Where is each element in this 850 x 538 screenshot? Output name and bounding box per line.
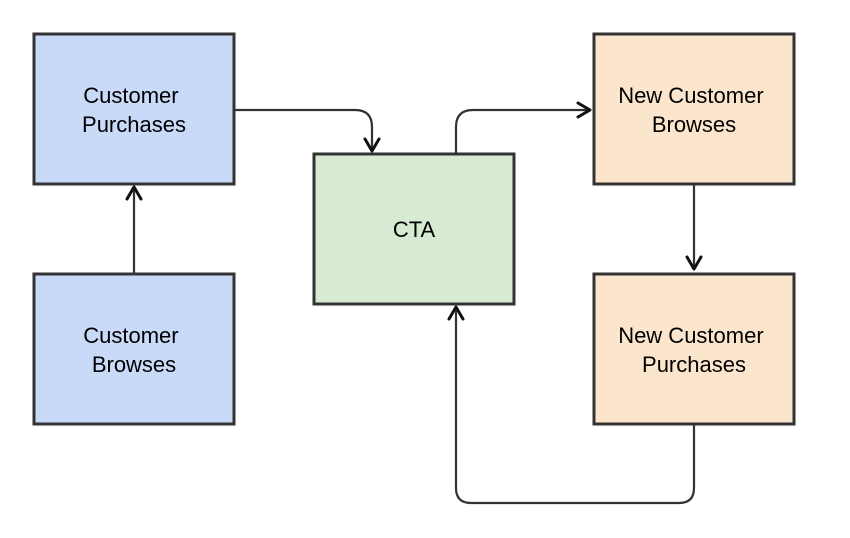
node-customer-purchases: Customer Purchases [32,32,236,186]
new-customer-browses-label-line1: New Customer [618,83,763,108]
arrowhead-up-cta [447,305,465,321]
edge-cta-to-new-customer-browses [454,108,592,155]
customer-purchases-label-line2: Purchases [82,112,186,137]
svg-text:Customer Browses: Customer Browses [83,323,184,377]
node-cta: CTA [312,152,516,306]
customer-browses-box [32,272,236,426]
svg-text:New Customer Browses: New Customer Browses [618,83,770,137]
customer-browses-label-line1: Customer [83,323,178,348]
new-customer-browses-box [592,32,796,186]
customer-browses-label-line2: Browses [92,352,176,377]
node-new-customer-purchases: New Customer Purchases [592,272,796,426]
svg-text:Customer Purchases: Customer Purchases [82,83,186,137]
cta-label: CTA [393,217,436,242]
arrowhead-down-cta [363,137,381,153]
customer-purchases-label-line1: Customer [83,83,178,108]
cta-box [312,152,516,306]
edges [125,101,703,505]
edge-new-customer-purchases-to-cta [454,305,696,505]
edge-customer-purchases-to-cta [233,108,374,152]
arrowhead-down-new-customer-purchases [685,255,703,271]
node-customer-browses: Customer Browses [32,272,236,426]
svg-text:New Customer Purchases: New Customer Purchases [618,323,770,377]
new-customer-purchases-box [592,272,796,426]
arrowhead-up-customer-purchases [125,185,143,201]
arrowhead-right-new-customer-browses [576,101,592,119]
new-customer-purchases-label-line1: New Customer [618,323,763,348]
customer-purchases-box [32,32,236,186]
node-new-customer-browses: New Customer Browses [592,32,796,186]
new-customer-purchases-label-line2: Purchases [642,352,746,377]
new-customer-browses-label-line2: Browses [652,112,736,137]
